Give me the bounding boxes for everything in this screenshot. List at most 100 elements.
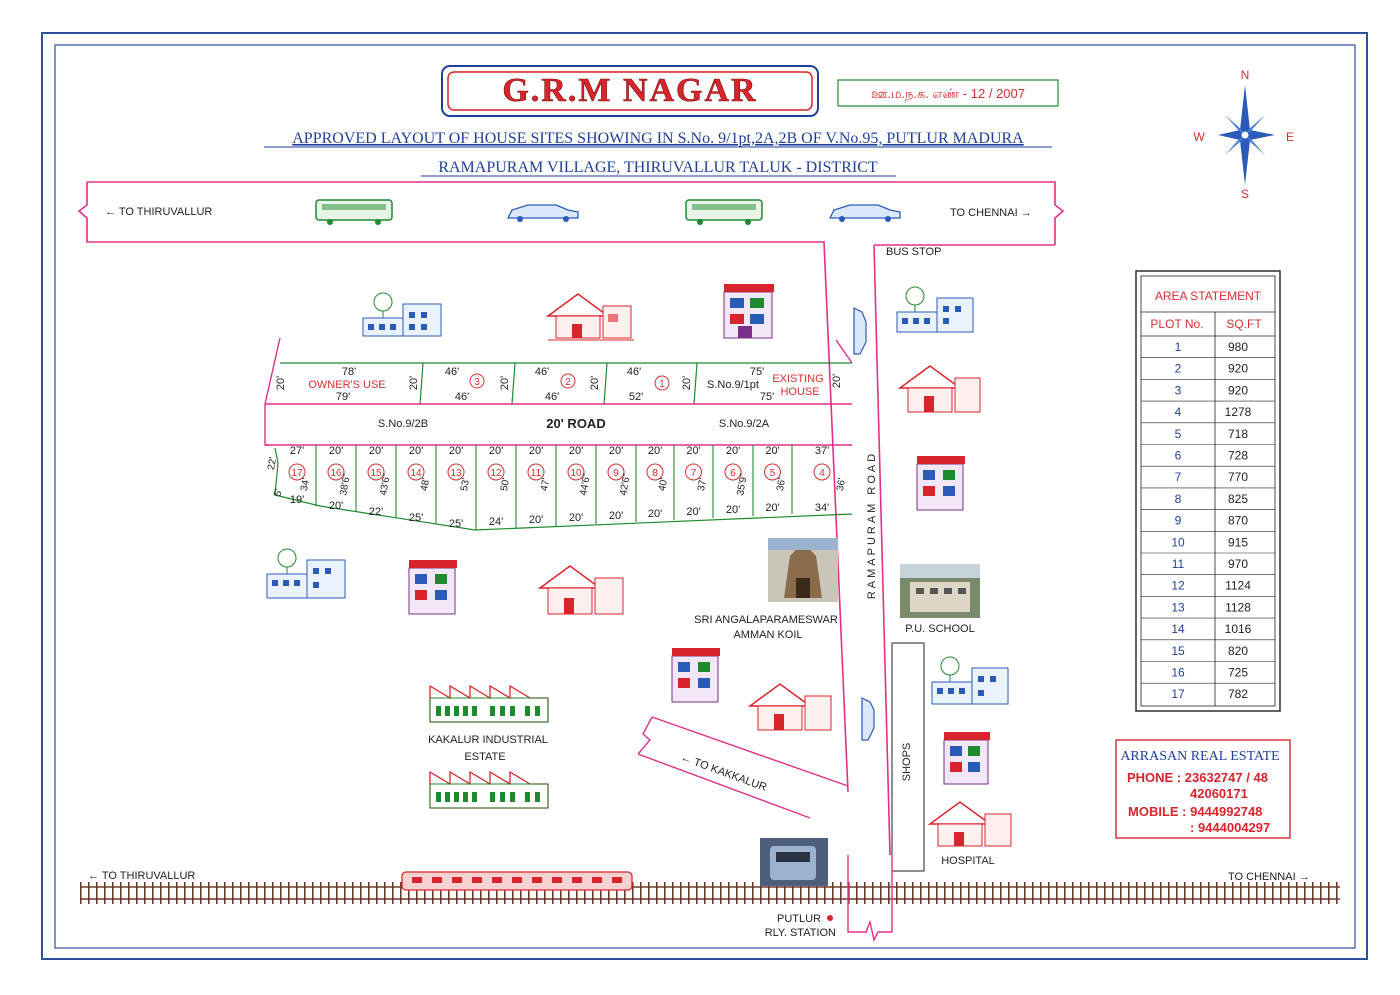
twenty-foot-road: [264, 337, 853, 446]
plot-side-dim: 43'6": [378, 472, 393, 496]
office-building-icon: [362, 292, 442, 337]
plot-side-dim: 22': [266, 456, 279, 471]
factory-icon: [429, 770, 549, 809]
apartment-icon: [723, 284, 774, 339]
existing-house-label-2: HOUSE: [780, 386, 819, 398]
table-cell-plot: 1: [1175, 340, 1182, 354]
apartment-icon: [916, 456, 965, 511]
table-cell-plot: 5: [1175, 427, 1182, 441]
station-road: [847, 855, 893, 943]
plot-number-marker: [685, 463, 702, 481]
plot-top-dim: 20': [409, 445, 423, 457]
table-cell-plot: 17: [1171, 687, 1185, 701]
to-chennai-bottom: TO CHENNAI →: [1228, 871, 1310, 883]
hospital-label: HOSPITAL: [941, 855, 995, 867]
plot-side-dim: 36': [835, 477, 848, 492]
railway-track: [80, 882, 1340, 904]
plot-3-number: 3: [474, 377, 480, 388]
table-cell-sqft: 770: [1228, 470, 1248, 484]
plot-top-dim: 20': [569, 445, 583, 457]
table-cell-plot: 2: [1175, 362, 1182, 376]
apartment-icon: [408, 560, 457, 615]
plot-bottom-dim: 20': [686, 506, 700, 518]
kakalur-estate-label-1: KAKALUR INDUSTRIAL: [428, 734, 548, 746]
plot-top-dim: 20': [726, 445, 740, 457]
plot-top-dim: 20': [529, 445, 543, 457]
table-cell-sqft: 820: [1228, 644, 1248, 658]
table-cell-sqft: 920: [1228, 383, 1248, 397]
plot-side-dim: 44'6": [578, 472, 593, 496]
subtitle-line-2: RAMAPURAM VILLAGE, THIRUVALLUR TALUK - D…: [438, 159, 878, 176]
pu-school-label: P.U. SCHOOL: [905, 623, 975, 635]
table-cell-sqft: 1278: [1225, 405, 1252, 419]
plot-3-marker: [469, 373, 485, 389]
plot-side-dim: 38'6": [338, 472, 353, 496]
plot-top-dim: 20': [686, 445, 700, 457]
apartment-icon: [943, 732, 990, 785]
table-cell-sqft: 915: [1228, 535, 1248, 549]
table-cell-plot: 14: [1171, 622, 1185, 636]
plot-top-dim: 20': [449, 445, 463, 457]
temple-label-1: SRI ANGALAPARAMESWAR: [694, 614, 838, 626]
table-cell-plot: 4: [1175, 405, 1182, 419]
table-cell-sqft: 970: [1228, 557, 1248, 571]
col-plot-header: PLOT No.: [1150, 317, 1203, 331]
compass-east: E: [1286, 130, 1294, 144]
plot-bottom-dim: 20': [648, 508, 662, 520]
plot-number: 14: [410, 468, 422, 479]
table-cell-plot: 3: [1175, 383, 1182, 397]
apartment-icon: [671, 648, 720, 703]
area-statement-title: AREA STATEMENT: [1155, 289, 1262, 303]
table-cell-sqft: 1124: [1225, 579, 1251, 593]
plot-top-dim: 20': [369, 445, 383, 457]
plot-number: 8: [652, 468, 658, 479]
table-cell-sqft: 725: [1228, 666, 1248, 680]
main-road-top: [77, 181, 1065, 856]
temple-photo: [768, 538, 838, 602]
plot-number: 5: [770, 468, 776, 479]
table-cell-plot: 13: [1171, 600, 1185, 614]
plot-number-marker: [567, 463, 585, 481]
plot-number-marker: [327, 463, 345, 481]
house-icon: [897, 365, 981, 413]
plot-bottom-dim: 22': [369, 506, 383, 518]
dim-label: 46': [445, 366, 459, 378]
train-icon: [401, 871, 633, 891]
outer-border: [41, 32, 1368, 960]
sno-92b-label: S.No.9/2B: [378, 418, 428, 430]
plot-number-marker: [764, 463, 781, 481]
to-thiruvallur-bottom: ← TO THIRUVALLUR: [88, 870, 195, 882]
ramapuram-road-label: RAMAPURAM ROAD: [866, 451, 878, 599]
plot-bottom-dim: 20': [726, 504, 740, 516]
plot-2-marker: [560, 373, 576, 389]
table-cell-sqft: 718: [1228, 427, 1248, 441]
dim-label: 78': [342, 366, 356, 378]
dim-label: 20': [408, 376, 420, 390]
dim-label: 79': [336, 391, 350, 403]
plot-number-marker: [447, 463, 465, 481]
plot-side-dim: 36': [775, 477, 788, 492]
table-cell-plot: 11: [1172, 557, 1185, 571]
station-marker: [827, 915, 833, 921]
plot-1-number: 1: [659, 379, 665, 390]
plot-side-dim: 47': [539, 477, 552, 492]
plot-side-dim: 53': [459, 477, 472, 492]
car-icon: [861, 697, 875, 741]
dim-label: 46': [535, 366, 549, 378]
bus-icon: [685, 199, 763, 225]
plot-1-marker: [654, 375, 670, 391]
dim-label: 46': [545, 391, 559, 403]
table-cell-sqft: 728: [1228, 449, 1248, 463]
table-cell-plot: 7: [1175, 470, 1182, 484]
bus-icon: [315, 199, 393, 225]
plot-side-dim: 40': [657, 477, 670, 492]
layout-title: G.R.M NAGAR: [502, 72, 757, 109]
plot-side-dim: 48': [419, 477, 432, 492]
school-photo: [900, 564, 980, 618]
dim-label: 20': [589, 376, 601, 390]
plot-number: 17: [291, 468, 303, 479]
